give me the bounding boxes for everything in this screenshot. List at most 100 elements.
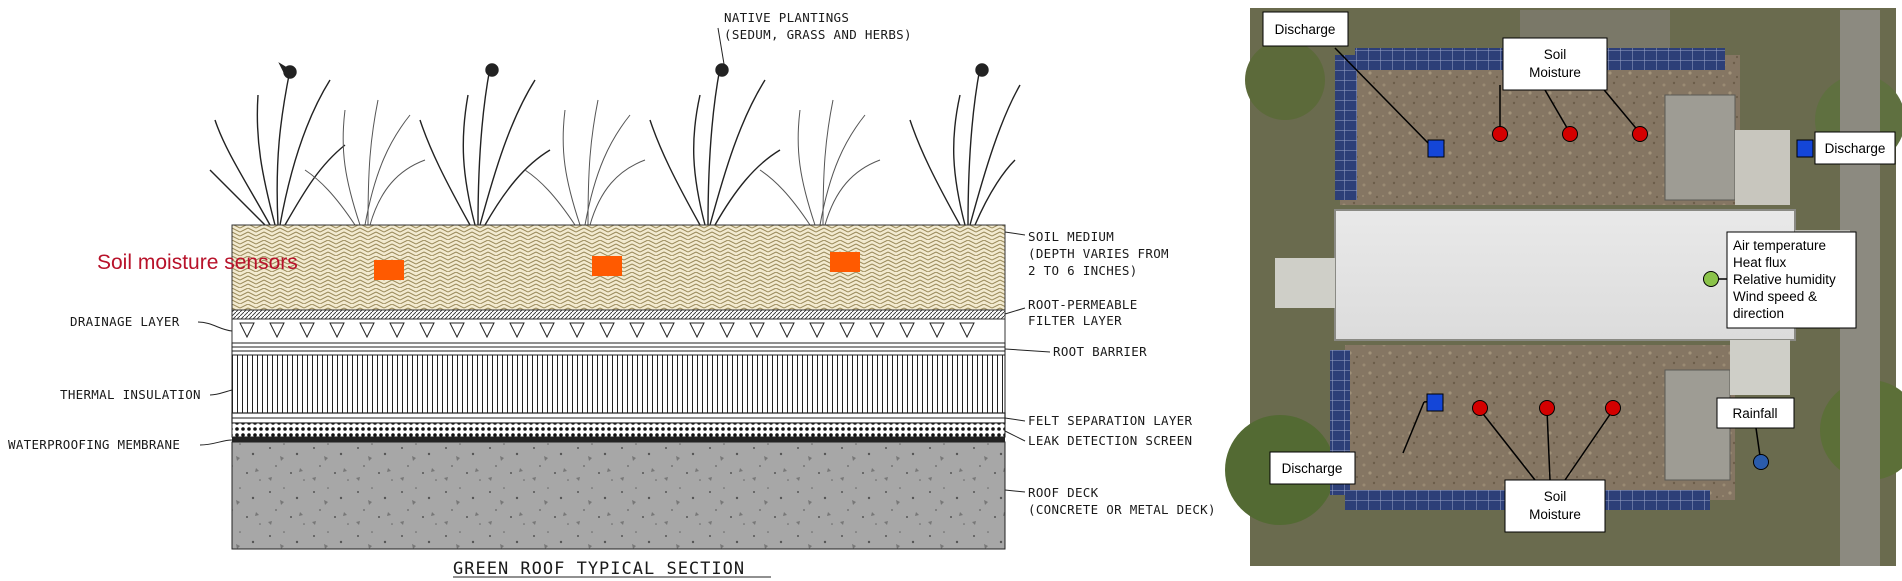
drainage-layer <box>231 318 1006 344</box>
drainage-triangle <box>659 322 675 339</box>
soil-moisture-sensors-label: Soil moisture sensors <box>97 251 298 274</box>
drainage-triangle <box>959 322 975 339</box>
felt-separation-label: FELT SEPARATION LAYER <box>1028 413 1193 428</box>
grass-2 <box>524 99 646 226</box>
drainage-triangle <box>689 322 705 339</box>
root-permeable-label-2: FILTER LAYER <box>1028 313 1122 328</box>
callout-text: Soil <box>1544 47 1567 62</box>
soil-moisture-sensor-2 <box>592 256 622 276</box>
callout-text: Wind speed & <box>1733 289 1817 304</box>
drainage-triangle <box>509 322 525 339</box>
soil-medium-label-3: 2 TO 6 INCHES) <box>1028 263 1138 278</box>
soil-moisture-marker-bottom-3 <box>1605 400 1621 416</box>
plant-3 <box>649 63 781 226</box>
roof-structure-top-right <box>1735 130 1790 205</box>
native-plantings-label-1: NATIVE PLANTINGS <box>724 10 849 25</box>
callout-text: Rainfall <box>1732 406 1777 421</box>
drainage-triangle <box>419 322 435 339</box>
drainage-triangles <box>239 322 975 339</box>
rainfall-marker <box>1753 454 1769 470</box>
callout-text: Discharge <box>1282 461 1343 476</box>
callout-text: Moisture <box>1529 507 1581 522</box>
drainage-layer-label: DRAINAGE LAYER <box>70 314 180 329</box>
soil-moisture-sensor-1 <box>374 260 404 280</box>
grass-1 <box>304 99 426 226</box>
soil-moisture-sensor-3 <box>830 252 860 272</box>
roof-deck-label-1: ROOF DECK <box>1028 485 1099 500</box>
callout-text: Relative humidity <box>1733 272 1836 287</box>
green-roof-section: NATIVE PLANTINGS (SEDUM, GRASS AND HERBS… <box>8 10 1216 579</box>
side-annex <box>1275 258 1335 308</box>
drainage-triangle <box>569 322 585 339</box>
waterproofing-label: WATERPROOFING MEMBRANE <box>8 437 180 452</box>
drainage-triangle <box>779 322 795 339</box>
callout-leaders <box>1334 47 1761 481</box>
discharge-marker-bottom-left <box>1426 393 1444 412</box>
callout-text: Discharge <box>1275 22 1336 37</box>
aerial-sensor-map: Discharge Soil Moisture Discharge Air te… <box>1225 8 1902 566</box>
callout-discharge-bottom-left: Discharge <box>1269 451 1356 485</box>
drainage-triangle <box>599 322 615 339</box>
drainage-layer-leader <box>197 321 233 332</box>
section-title: GREEN ROOF TYPICAL SECTION <box>453 559 745 579</box>
callout-text: Moisture <box>1529 65 1581 80</box>
callout-text: direction <box>1733 306 1784 321</box>
roof-deck-leader <box>1004 489 1026 493</box>
root-permeable-filter-layer <box>231 309 1006 320</box>
weather-station-marker <box>1703 271 1719 287</box>
callout-text: Discharge <box>1825 141 1886 156</box>
drainage-triangle <box>539 322 555 339</box>
discharge-marker-top-left <box>1427 139 1445 158</box>
plant-4 <box>909 63 1021 226</box>
grass-3 <box>759 99 881 226</box>
roof-deck-label-2: (CONCRETE OR METAL DECK) <box>1028 502 1216 517</box>
waterproofing-membrane <box>232 437 1005 442</box>
callout-weather: Air temperature Heat flux Relative humid… <box>1726 231 1857 329</box>
native-plantings <box>209 62 1021 226</box>
drainage-triangle <box>929 322 945 339</box>
soil-medium-label-1: SOIL MEDIUM <box>1028 229 1114 244</box>
thermal-insulation-label: THERMAL INSULATION <box>60 387 201 402</box>
soil-moisture-marker-bottom-1 <box>1472 400 1488 416</box>
drainage-triangle <box>329 322 345 339</box>
soil-moisture-marker-top-3 <box>1632 126 1648 142</box>
drainage-triangle <box>449 322 465 339</box>
callout-discharge-right: Discharge <box>1814 131 1896 165</box>
soil-moisture-marker-top-2 <box>1562 126 1578 142</box>
soil-medium-leader <box>1004 231 1026 236</box>
drainage-triangle <box>239 322 255 339</box>
waterproofing-leader <box>199 439 233 446</box>
solar-left-top <box>1335 55 1357 200</box>
native-plantings-leader <box>717 27 725 65</box>
drainage-triangle <box>299 322 315 339</box>
roof-structure-top <box>1664 94 1736 201</box>
roof-structure-bottom-right <box>1730 340 1790 395</box>
callout-text: Heat flux <box>1733 255 1787 270</box>
tree-cluster <box>1245 40 1325 120</box>
felt-separation-leader <box>1004 417 1026 422</box>
drainage-triangle <box>269 322 285 339</box>
root-barrier-label: ROOT BARRIER <box>1053 344 1147 359</box>
callout-discharge-top-left: Discharge <box>1262 11 1349 47</box>
drainage-triangle <box>359 322 375 339</box>
native-plantings-label-2: (SEDUM, GRASS AND HERBS) <box>724 27 912 42</box>
thermal-insulation-leader <box>209 389 233 396</box>
drainage-triangle <box>479 322 495 339</box>
drainage-triangle <box>629 322 645 339</box>
drainage-triangle <box>389 322 405 339</box>
white-roof <box>1334 209 1796 341</box>
drainage-triangle <box>899 322 915 339</box>
discharge-marker-right <box>1796 139 1814 158</box>
root-barrier-layer <box>231 342 1006 356</box>
leak-detection-label: LEAK DETECTION SCREEN <box>1028 433 1192 448</box>
drainage-triangle <box>839 322 855 339</box>
root-barrier-leader <box>1004 348 1051 353</box>
callout-text: Air temperature <box>1733 238 1826 253</box>
callout-soil-moisture-top: Soil Moisture <box>1502 37 1608 91</box>
callout-text: Soil <box>1544 489 1567 504</box>
root-permeable-leader <box>1004 307 1026 315</box>
roof-deck-layer <box>231 441 1006 550</box>
callout-rainfall: Rainfall <box>1716 397 1795 429</box>
plant-1 <box>209 62 346 226</box>
